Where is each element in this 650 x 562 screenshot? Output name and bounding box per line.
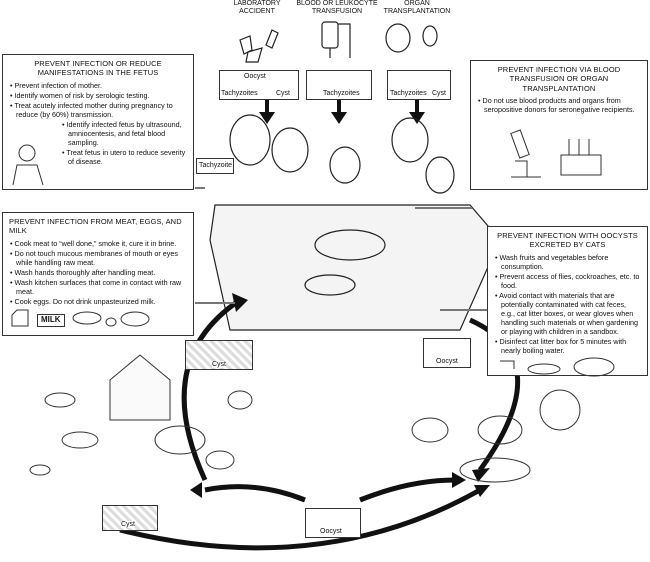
transfusion-box-title: PREVENT INFECTION VIA BLOOD TRANSFUSION … [497, 65, 621, 93]
cats-box-title: PREVENT INFECTION WITH OOCYSTS EXCRETED … [497, 231, 638, 250]
source-organ: ORGAN TRANSPLANTATION [383, 0, 451, 16]
list-item: Prevent access of flies, cockroaches, et… [494, 272, 641, 290]
doctor-illustration [12, 144, 44, 186]
meat-illustration-row: MILK [9, 309, 187, 327]
iv-bag-icon [321, 21, 351, 58]
stage-cyst: Cyst [276, 90, 290, 97]
list-item: Do not use blood products and organs fro… [477, 96, 641, 114]
broken-glass-icon [239, 29, 279, 63]
meat-eggs-icon [72, 311, 150, 327]
meat-box-title: PREVENT INFECTION FROM MEAT, EGGS, AND M… [9, 217, 182, 236]
cat-oocyst-prevention-box: PREVENT INFECTION WITH OOCYSTS EXCRETED … [487, 226, 648, 377]
cats-illustration [411, 389, 581, 483]
list-item: Avoid contact with materials that are po… [494, 291, 641, 336]
list-item: Treat acutely infected mother during pre… [9, 101, 187, 119]
list-item: Wash hands thoroughly after handling mea… [9, 268, 187, 277]
stage-tachyzoites: Tachyzoites [323, 90, 360, 97]
lab-stages-box: Oocyst Tachyzoites Cyst [219, 70, 299, 100]
stage-tachyzoites: Tachyzoites [221, 90, 258, 97]
bottom-oocyst-box: Oocyst [305, 508, 361, 538]
list-item: Identify infected fetus by ultrasound, a… [61, 120, 187, 147]
transfusion-stages-box: Tachyzoites [306, 70, 372, 100]
farm-animals-illustration [29, 354, 253, 476]
list-item: Wash fruits and vegetables before consum… [494, 253, 641, 271]
list-item: Wash kitchen surfaces that come in conta… [9, 278, 187, 296]
fetus-prevention-box: PREVENT INFECTION OR REDUCE MANIFESTATIO… [2, 54, 194, 190]
list-item: Do not touch mucous membranes of mouth o… [9, 249, 187, 267]
list-item: Identify women of risk by serologic test… [9, 91, 187, 100]
stage-oocyst: Oocyst [244, 73, 266, 80]
farm-cyst-box: Cyst [102, 505, 158, 531]
source-lab-accident: LABORATORY ACCIDENT [233, 0, 281, 16]
heart-kidney-icon [385, 23, 438, 53]
milk-label: MILK [37, 313, 65, 327]
vegetables-illustration [500, 357, 615, 377]
microscope-illustration [510, 129, 602, 178]
cyst-label: Cyst [212, 361, 226, 368]
transfusion-prevention-box: PREVENT INFECTION VIA BLOOD TRANSFUSION … [470, 60, 648, 190]
list-item: Cook eggs. Do not drink unpasteurized mi… [9, 297, 187, 306]
tachyzoite-label-box: Tachyzoite [196, 158, 234, 174]
list-item: Disinfect cat litter box for 5 minutes w… [494, 337, 641, 355]
tachyzoite-label: Tachyzoite [199, 162, 233, 169]
meat-prevention-box: PREVENT INFECTION FROM MEAT, EGGS, AND M… [2, 212, 194, 336]
cyst-label: Cyst [121, 521, 135, 528]
organ-stages-box: Tachyzoites Cyst [387, 70, 451, 100]
list-item: Cook meat to “well done,” smoke it, cure… [9, 239, 187, 248]
list-item: Treat fetus in utero to reduce severity … [61, 148, 187, 166]
source-transfusion: BLOOD OR LEUKOCYTE TRANSFUSION [296, 0, 378, 16]
family-table-illustration [209, 114, 501, 331]
meat-cyst-box: Cyst [185, 340, 253, 370]
oocyst-label: Oocyst [320, 528, 342, 535]
list-item: Prevent infection of mother. [9, 81, 187, 90]
milk-carton-icon [11, 309, 29, 327]
fetus-box-title: PREVENT INFECTION OR REDUCE MANIFESTATIO… [34, 59, 162, 78]
stage-tachyzoites: Tachyzoites [390, 90, 427, 97]
oocyst-label: Oocyst [436, 358, 458, 365]
cat-oocyst-box: Oocyst [423, 338, 471, 368]
stage-cyst: Cyst [432, 90, 446, 97]
